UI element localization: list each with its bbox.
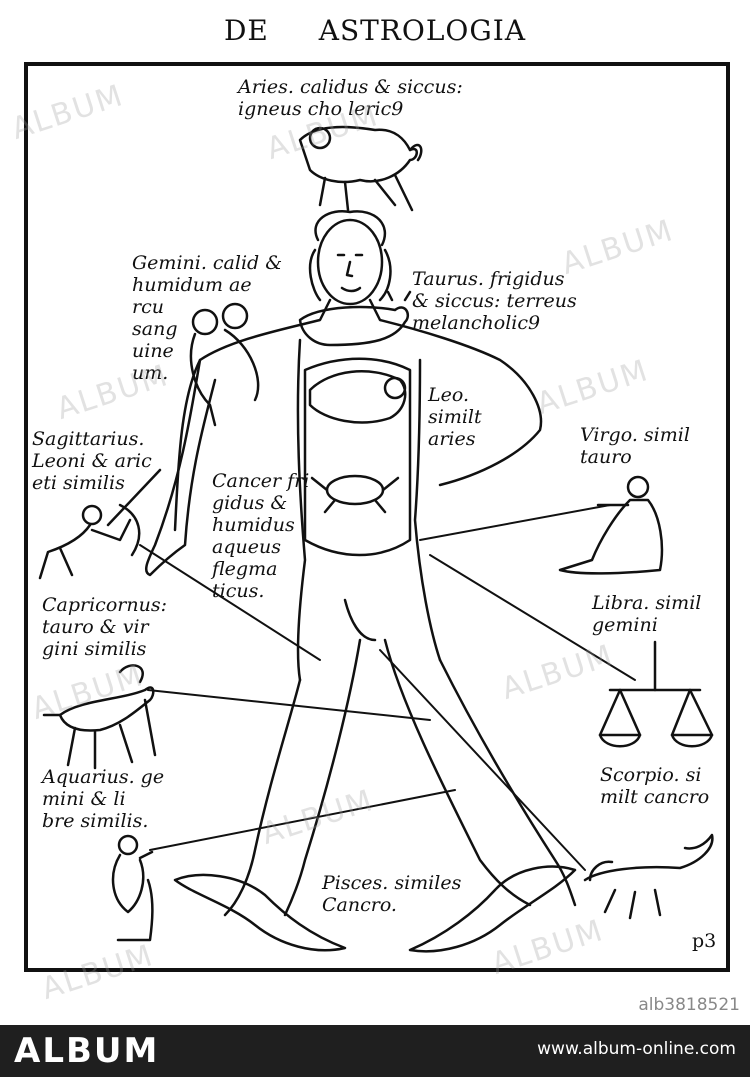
scorpio-label: Scorpio. si milt cancro (600, 764, 710, 808)
leo-lion-figure (308, 370, 407, 424)
man-body (144, 298, 577, 917)
cancer-crab-figure (310, 474, 400, 514)
aries-label: Aries. calidus & siccus: igneus cho leri… (238, 76, 463, 120)
sagittarius-label: Sagittarius. Leoni & aric eti similis (32, 428, 152, 494)
image-id: alb3818521 (638, 995, 740, 1015)
footer-bar: ALBUM www.album-online.com (0, 1025, 750, 1077)
capricornus-label: Capricornus: tauro & vir gini similis (42, 594, 167, 660)
aquarius-figure (111, 834, 154, 942)
capricornus-goat-figure (42, 664, 157, 770)
libra-label: Libra. simil gemini (592, 592, 702, 636)
brand-logo[interactable]: ALBUM (14, 1031, 160, 1071)
scorpio-figure (583, 833, 714, 920)
libra-scales-figure (598, 640, 714, 748)
woodcut-frame (24, 62, 730, 972)
page-title: DE ASTROLOGIA (223, 14, 527, 47)
aquarius-label: Aquarius. ge mini & li bre similis. (42, 766, 165, 832)
virgo-label: Virgo. simil tauro (580, 424, 690, 468)
gemini-twins-figure (189, 302, 260, 427)
site-link[interactable]: www.album-online.com (537, 1039, 736, 1059)
sagittarius-archer-figure (38, 468, 162, 580)
page-number: p3 (692, 930, 717, 952)
cancer-label: Cancer fri gidus & humidus aqueus flegma… (212, 470, 310, 602)
man-head (308, 210, 392, 306)
aries-ram-figure (298, 125, 423, 212)
taurus-bull-figure (298, 290, 412, 347)
virgo-maiden-figure (558, 475, 664, 575)
taurus-label: Taurus. frigidus & siccus: terreus melan… (412, 268, 577, 334)
pisces-fish-figure (173, 865, 577, 953)
pointer-lines (139, 504, 636, 871)
pisces-label: Pisces. similes Cancro. (322, 872, 462, 916)
gemini-label: Gemini. calid & humidum ae rcu sang uine… (132, 252, 283, 384)
leo-label: Leo. similt aries (428, 384, 482, 450)
